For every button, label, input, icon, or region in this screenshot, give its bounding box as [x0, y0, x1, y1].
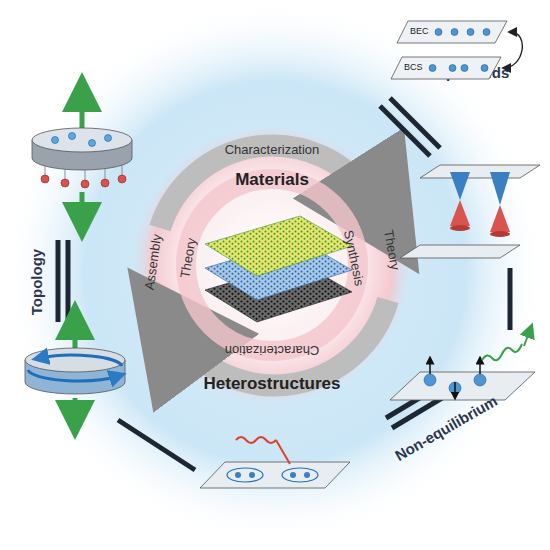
ring-label: Materials	[235, 171, 309, 188]
chiral-disk	[25, 320, 125, 420]
ring-label: Assembly	[143, 233, 164, 291]
process-ring	[160, 145, 388, 385]
ring-label: Theory	[178, 237, 198, 279]
heterostructure	[205, 216, 352, 322]
ring-label: Heterostructures	[204, 375, 341, 392]
dirac-plates	[400, 165, 540, 258]
plate-label: BEC	[410, 26, 429, 36]
exchange-arrow	[504, 32, 522, 68]
inner-ring	[186, 179, 358, 351]
category-label: Topology	[29, 249, 44, 315]
center-glow	[130, 123, 414, 407]
ring-label: Theory	[382, 229, 402, 271]
category-label: Non-equilibrium	[392, 393, 499, 463]
ring-label: Characterization	[225, 344, 320, 357]
exciton-plate	[200, 437, 350, 488]
plate-node: BEC	[396, 20, 508, 44]
ring-label: Synthesis	[342, 229, 366, 287]
ring-label: Characterization	[225, 143, 320, 156]
background-glow	[3, 0, 547, 544]
spin-plate	[390, 330, 535, 400]
plate-label: BCS	[404, 62, 423, 72]
plate-node: BCS	[390, 56, 502, 80]
topology-disk	[32, 92, 132, 222]
